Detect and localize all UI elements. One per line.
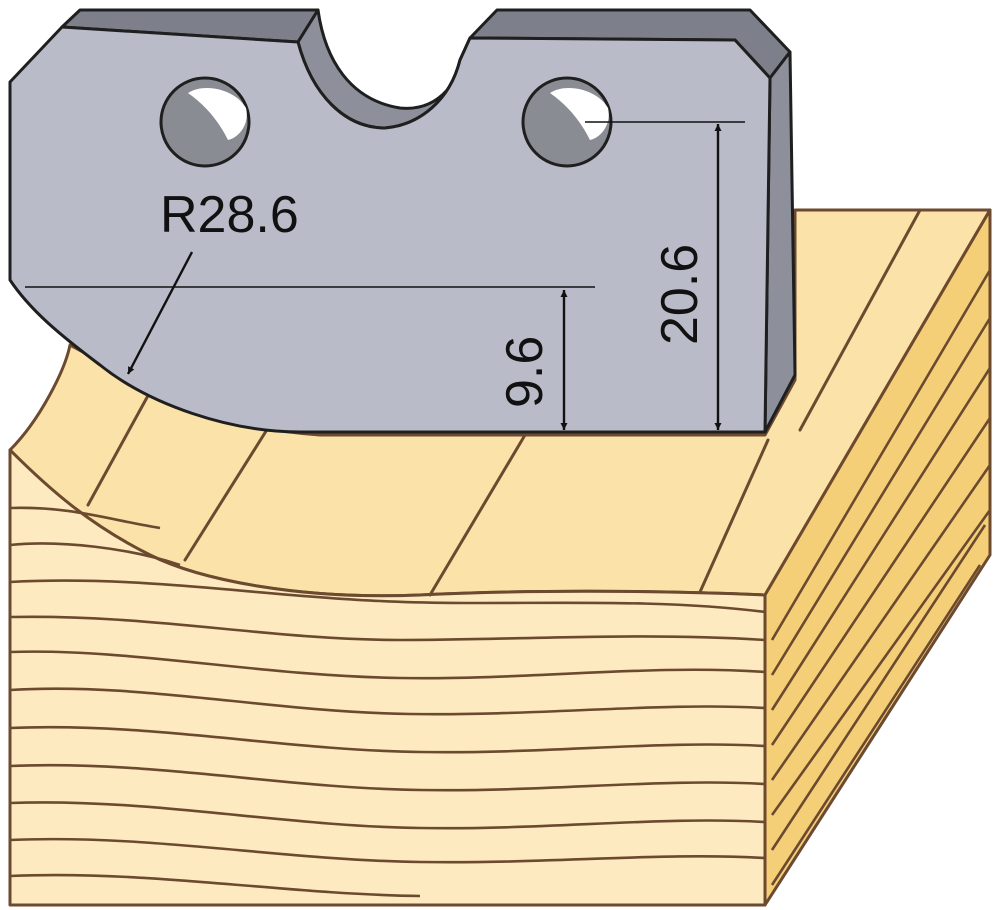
- height-total-label: 20.6: [651, 244, 709, 345]
- wood-side-face: [763, 208, 992, 907]
- radius-label: R28.6: [160, 186, 299, 244]
- top-grain: [86, 208, 922, 597]
- right-mounting-hole: [521, 76, 613, 168]
- dimension-lines: [25, 121, 745, 430]
- blade-face: [8, 25, 772, 434]
- front-grain: [9, 506, 766, 898]
- left-mounting-hole: [159, 76, 251, 168]
- cutter-blade: [8, 8, 797, 434]
- radius-leader: [126, 251, 194, 375]
- wood-workpiece: [8, 208, 992, 907]
- height-profile-label: 9.6: [496, 336, 554, 408]
- side-grain: [770, 269, 992, 886]
